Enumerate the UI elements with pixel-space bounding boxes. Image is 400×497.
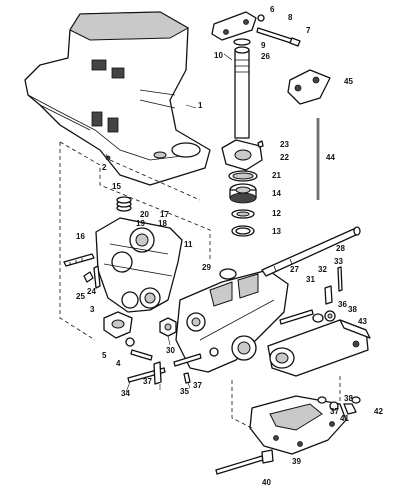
upper-housing [24, 11, 211, 186]
clamp-housing [175, 269, 289, 373]
nut-30 [159, 317, 177, 337]
callout: 43 [358, 317, 367, 326]
callout: 4 [116, 359, 121, 368]
callout: 1 [198, 101, 203, 110]
plate-45 [287, 69, 331, 105]
clamp-3 [103, 311, 133, 339]
callout: 32 [318, 265, 327, 274]
callout: 37 [193, 381, 202, 390]
callout: 26 [261, 52, 270, 61]
callout: 20 [140, 210, 149, 219]
callout: 36 [338, 300, 347, 309]
callout: 37 [143, 377, 152, 386]
callout: 45 [344, 77, 353, 86]
callout: 8 [288, 13, 293, 22]
callout: 5 [102, 351, 107, 360]
callout: 37 [330, 407, 339, 416]
callout: 30 [166, 346, 175, 355]
callout: 31 [306, 275, 315, 284]
pivot-pin [223, 38, 251, 139]
callout: 3 [90, 305, 95, 314]
callout: 2 [102, 163, 107, 172]
callout: 39 [292, 457, 301, 466]
callout: 22 [280, 153, 289, 162]
callout: 35 [180, 387, 189, 396]
callout: 34 [121, 389, 130, 398]
o-ring-29 [219, 268, 237, 280]
stud-16 [63, 253, 95, 267]
callout: 38 [348, 305, 357, 314]
callout: 38 [344, 394, 353, 403]
callout: 11 [184, 240, 193, 249]
rod-31 [279, 309, 314, 325]
callout: 29 [202, 263, 211, 272]
callout: 17 [160, 210, 169, 219]
callout: 40 [262, 478, 271, 487]
callout: 33 [334, 257, 343, 266]
swivel-bracket [95, 217, 183, 313]
callout: 18 [158, 219, 167, 228]
callout: 13 [272, 227, 281, 236]
bearing-14 [229, 183, 257, 204]
callout: 42 [374, 407, 383, 416]
callout: 16 [76, 232, 85, 241]
callout: 14 [272, 189, 281, 198]
callout: 6 [270, 5, 275, 14]
steering-bracket [211, 11, 301, 47]
callout: 10 [214, 51, 223, 60]
callout: 44 [326, 153, 335, 162]
callout: 15 [112, 182, 121, 191]
flange-22 [221, 139, 264, 171]
callout: 7 [306, 26, 311, 35]
callout: 12 [272, 209, 281, 218]
callout: 21 [272, 171, 281, 180]
callout: 23 [280, 140, 289, 149]
trim-cylinder-43 [267, 319, 371, 377]
callout: 9 [261, 41, 266, 50]
callout: 27 [290, 265, 299, 274]
tube-28 [261, 226, 361, 277]
callout: 19 [136, 219, 145, 228]
callout: 41 [340, 414, 349, 423]
callout: 25 [76, 292, 85, 301]
spring-15 [116, 196, 132, 212]
callout: 28 [336, 244, 345, 253]
lower-bracket-39 [249, 395, 347, 455]
callout: 24 [87, 287, 96, 296]
bolt-40 [215, 455, 264, 475]
